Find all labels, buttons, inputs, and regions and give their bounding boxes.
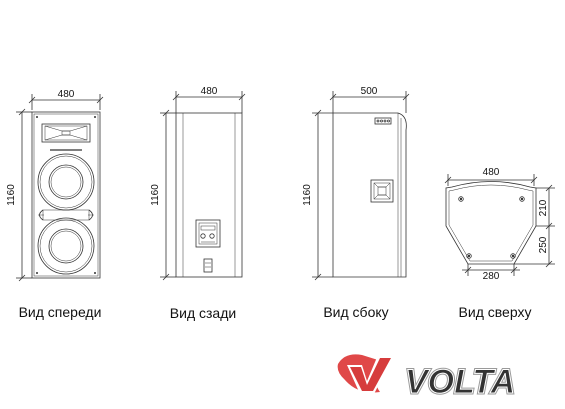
side-width-label: 500 [361,86,378,97]
side-width-dimension: 500 [329,86,410,113]
side-view-label: Вид сбоку [323,304,388,320]
back-view-label: Вид сзади [170,305,236,321]
back-width-dimension: 480 [172,86,246,113]
volta-logo-text: VOLTA [405,363,515,401]
front-view: 480 1160 [6,89,104,282]
side-cabinet [332,112,407,278]
front-width-label: 480 [58,89,75,100]
front-port [38,209,94,221]
side-view: 500 1160 [302,86,410,281]
top-depth-dimension: 210 250 [514,184,555,268]
front-screws [36,116,96,274]
top-width-label: 480 [483,167,500,178]
back-height-dimension: 1160 [150,109,176,281]
top-depth-front-label: 210 [538,199,549,216]
top-bottom-width-dimension: 280 [462,264,520,282]
front-height-dimension: 1160 [6,108,32,282]
front-view-label: Вид спереди [19,304,102,320]
front-width-dimension: 480 [28,89,104,110]
top-width-dimension: 480 [444,167,538,186]
front-woofer-bottom [37,217,95,275]
back-width-label: 480 [201,86,218,97]
side-handle [370,179,394,203]
top-view-label: Вид сверху [459,304,532,320]
front-woofer-top [37,153,95,211]
top-depth-back-label: 250 [538,236,549,253]
back-cabinet [175,112,243,278]
volta-logo-emblem [337,354,394,394]
side-height-label: 1160 [302,184,313,206]
volta-logo-wordmark: VOLTA VOLTA [404,362,517,403]
top-mounting-holes [458,196,525,259]
front-cabinet [31,111,101,279]
back-connector-panel [195,219,221,248]
top-outline [445,181,537,265]
top-view: 480 210 250 280 [444,167,555,282]
volta-logo: VOLTA VOLTA [337,354,517,403]
volta-logo-text-shadow: VOLTA [405,363,515,401]
back-height-label: 1160 [150,184,161,206]
side-rigging-points [374,117,392,125]
front-grille-frame [33,113,99,277]
back-label-plate [203,258,213,273]
front-height-label: 1160 [6,184,17,206]
side-height-dimension: 1160 [302,109,333,281]
top-bottom-width-label: 280 [483,271,500,282]
front-horn [41,123,91,151]
back-view: 480 1160 [150,86,246,281]
